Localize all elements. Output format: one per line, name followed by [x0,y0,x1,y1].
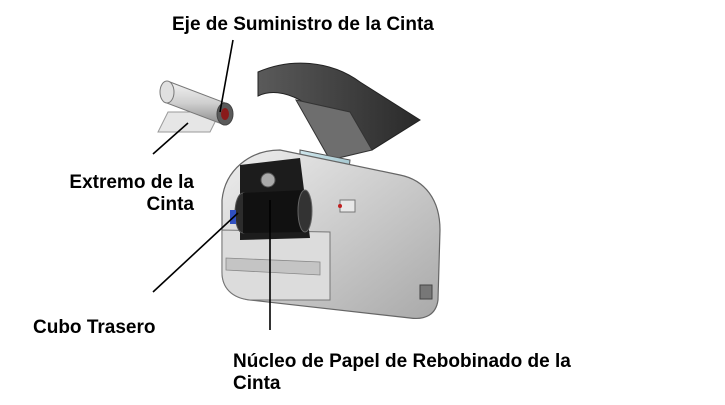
leader-rear-hub [152,212,239,293]
leader-lines [152,39,271,330]
label-supply-shaft: Eje de Suministro de la Cinta [172,14,434,35]
side-port [419,284,433,300]
shaft-end-core [221,108,229,120]
print-mechanism [230,158,313,240]
leader-supply-shaft [219,39,234,113]
label-rewind-core-line2: Cinta [233,373,281,394]
panel-button [339,199,356,213]
rewind-core [297,189,313,233]
label-ribbon-end-line1: Extremo de la [69,172,194,193]
label-ribbon-end-line2: Cinta [146,194,195,215]
ribbon-roll [157,80,234,133]
label-rear-hub: Cubo Trasero [33,317,156,338]
label-ribbon-end: Extremo de la Cinta [18,172,194,216]
leader-ribbon-end [152,122,189,155]
label-rewind-core-line1: Núcleo de Papel de Rebobinado de la [233,351,571,372]
label-rewind-core: Núcleo de Papel de Rebobinado de la Cint… [233,351,571,395]
